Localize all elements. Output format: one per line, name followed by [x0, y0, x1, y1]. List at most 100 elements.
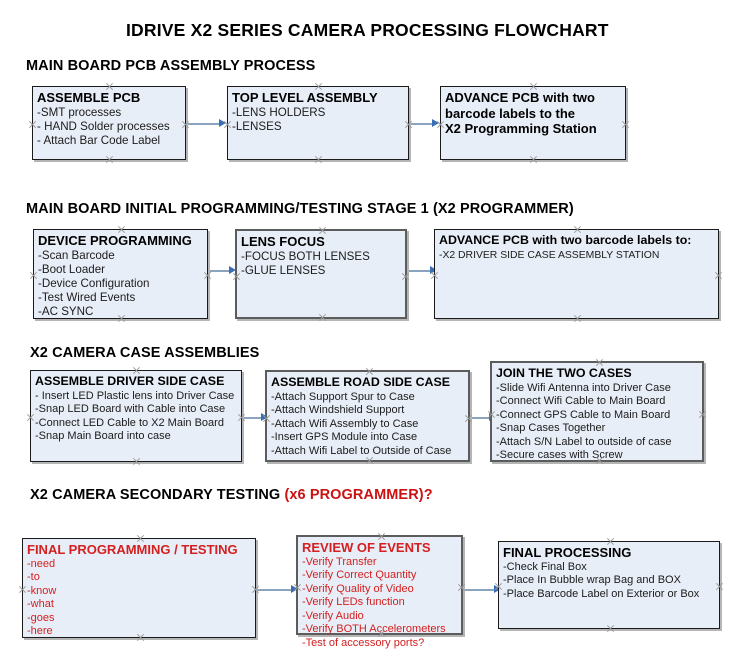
- node-line: -Verify Audio: [302, 609, 364, 622]
- node-body: -Slide Wifi Antenna into Driver Case -Co…: [496, 382, 698, 464]
- connector-handle-right[interactable]: [715, 582, 724, 591]
- connector-handle-right[interactable]: [404, 120, 413, 129]
- node-device-programming[interactable]: DEVICE PROGRAMMING -Scan Barcode -Boot L…: [33, 229, 208, 319]
- node-body: - Insert LED Plastic lens into Driver Ca…: [35, 390, 237, 444]
- node-line: -Scan Barcode: [38, 248, 115, 262]
- node-body: -Attach Support Spur to Case -Attach Win…: [271, 391, 464, 459]
- node-line: -what: [27, 598, 54, 611]
- node-line: -Place In Bubble wrap Bag and BOX: [503, 574, 681, 587]
- node-join-the-two-cases[interactable]: JOIN THE TWO CASES -Slide Wifi Antenna i…: [490, 361, 704, 462]
- node-line: -Snap Main Board into case: [35, 430, 171, 443]
- connector-handle-left[interactable]: [26, 413, 35, 422]
- arrow-assemble-pcb-to-top-level: [188, 118, 226, 129]
- node-body: -LENS HOLDERS -LENSES: [232, 106, 404, 134]
- node-line: -to: [27, 571, 40, 584]
- section-heading-main-board-initial-programming: MAIN BOARD INITIAL PROGRAMMING/TESTING S…: [26, 201, 574, 217]
- arrow-lens-focus-to-advance-pcb: [409, 265, 437, 276]
- connector-handle-left[interactable]: [430, 271, 439, 280]
- node-advance-pcb-to-programming-station[interactable]: ADVANCE PCB with two barcode labels to t…: [440, 86, 626, 160]
- connector-handle-bottom[interactable]: [529, 155, 538, 164]
- section-heading-x2-camera-case-assemblies: X2 CAMERA CASE ASSEMBLIES: [30, 345, 260, 361]
- node-line: -Test Wired Events: [38, 291, 136, 305]
- node-line: -AC SYNC: [38, 305, 94, 319]
- node-line: -Attach S/N Label to outside of case: [496, 435, 672, 448]
- connector-handle-left[interactable]: [232, 272, 241, 281]
- node-advance-pcb-to-driver-case-station[interactable]: ADVANCE PCB with two barcode labels to: …: [434, 229, 719, 319]
- connector-handle-bottom[interactable]: [132, 457, 141, 466]
- connector-handle-left[interactable]: [494, 582, 503, 591]
- connector-handle-right[interactable]: [401, 272, 410, 281]
- connector-handle-left[interactable]: [487, 410, 496, 419]
- node-line: -Snap Cases Together: [496, 422, 606, 435]
- arrow-head: [432, 119, 439, 127]
- node-line: - Insert LED Plastic lens into Driver Ca…: [35, 389, 235, 402]
- connector-handle-left[interactable]: [436, 120, 445, 129]
- node-line: -Boot Loader: [38, 262, 106, 276]
- node-line: -Verify Correct Quantity: [302, 569, 417, 582]
- connector-handle-left[interactable]: [262, 414, 271, 423]
- node-body: -Verify Transfer -Verify Correct Quantit…: [302, 556, 457, 651]
- node-line: -Snap LED Board with Cable into Case: [35, 403, 226, 416]
- node-line: -Place Barcode Label on Exterior or Box: [503, 587, 700, 600]
- node-line: -Check Final Box: [503, 560, 587, 573]
- arrow-shaft: [472, 417, 489, 419]
- connector-handle-right[interactable]: [464, 414, 473, 423]
- connector-handle-left[interactable]: [29, 271, 38, 280]
- node-title: FINAL PROGRAMMING / TESTING: [27, 542, 238, 557]
- connector-handle-bottom[interactable]: [318, 313, 327, 322]
- connector-handle-bottom[interactable]: [573, 314, 582, 323]
- node-lens-focus[interactable]: LENS FOCUS -FOCUS BOTH LENSES -GLUE LENS…: [235, 229, 407, 319]
- connector-handle-left[interactable]: [223, 120, 232, 129]
- page-title: IDRIVE X2 SERIES CAMERA PROCESSING FLOWC…: [126, 20, 609, 40]
- arrow-shaft: [409, 270, 430, 272]
- connector-handle-left[interactable]: [293, 583, 302, 592]
- arrow-shaft: [411, 123, 432, 125]
- connector-handle-left[interactable]: [28, 120, 37, 129]
- connector-handle-right[interactable]: [251, 585, 260, 594]
- node-title: REVIEW OF EVENTS: [302, 540, 431, 555]
- node-line: -Verify Transfer: [302, 555, 377, 568]
- node-top-level-assembly[interactable]: TOP LEVEL ASSEMBLY -LENS HOLDERS -LENSES: [227, 86, 409, 160]
- node-line: -Attach Wifi Label to Outside of Case: [271, 444, 452, 457]
- section-heading-main-board-pcb-assembly: MAIN BOARD PCB ASSEMBLY PROCESS: [26, 58, 316, 74]
- node-title: TOP LEVEL ASSEMBLY: [232, 90, 378, 105]
- node-title: DEVICE PROGRAMMING: [38, 233, 192, 248]
- node-line: -Verify LEDs function: [302, 596, 405, 609]
- node-body: -need -to -know -what -goes -here: [27, 558, 251, 640]
- node-line: -know: [27, 584, 57, 597]
- node-line: -Attach Support Spur to Case: [271, 390, 415, 403]
- node-line-overflow: -Test of accessory ports?: [302, 637, 425, 650]
- connector-handle-right[interactable]: [698, 410, 707, 419]
- node-body: -Scan Barcode -Boot Loader -Device Confi…: [38, 249, 203, 320]
- node-line: -Attach Wifi Assembly to Case: [271, 417, 419, 430]
- connector-handle-right[interactable]: [181, 120, 190, 129]
- node-assemble-road-side-case[interactable]: ASSEMBLE ROAD SIDE CASE -Attach Support …: [265, 370, 470, 462]
- node-title: ASSEMBLE PCB: [37, 90, 141, 105]
- connector-handle-bottom[interactable]: [606, 624, 615, 633]
- node-review-of-events[interactable]: REVIEW OF EVENTS -Verify Transfer -Verif…: [293, 535, 466, 649]
- node-line: -GLUE LENSES: [241, 263, 326, 277]
- arrow-shaft: [465, 589, 494, 591]
- connector-handle-right[interactable]: [621, 120, 630, 129]
- connector-handle-bottom[interactable]: [314, 155, 323, 164]
- node-assemble-driver-side-case[interactable]: ASSEMBLE DRIVER SIDE CASE - Insert LED P…: [30, 370, 242, 462]
- node-line: -Verify BOTH Accelerometers: [302, 623, 446, 636]
- node-title: ADVANCE PCB with two: [445, 90, 595, 105]
- connector-handle-right[interactable]: [457, 583, 466, 592]
- connector-handle-right[interactable]: [237, 413, 246, 422]
- node-assemble-pcb[interactable]: ASSEMBLE PCB -SMT processes - HAND Solde…: [32, 86, 186, 160]
- node-title: ADVANCE PCB with two barcode labels to:: [439, 233, 692, 247]
- node-title: ASSEMBLE DRIVER SIDE CASE: [35, 374, 225, 388]
- connector-handle-right[interactable]: [203, 271, 212, 280]
- node-line: -Slide Wifi Antenna into Driver Case: [496, 381, 671, 394]
- connector-handle-right[interactable]: [714, 271, 723, 280]
- node-line: - HAND Solder processes: [37, 119, 170, 133]
- node-line: -Device Configuration: [38, 276, 150, 290]
- connector-handle-left[interactable]: [18, 585, 27, 594]
- arrow-shaft: [188, 123, 219, 125]
- connector-handle-bottom[interactable]: [105, 155, 114, 164]
- node-line: -Verify Quality of Video: [302, 582, 414, 595]
- node-final-processing[interactable]: FINAL PROCESSING -Check Final Box -Place…: [498, 541, 720, 629]
- node-final-programming-testing[interactable]: FINAL PROGRAMMING / TESTING -need -to -k…: [22, 538, 256, 638]
